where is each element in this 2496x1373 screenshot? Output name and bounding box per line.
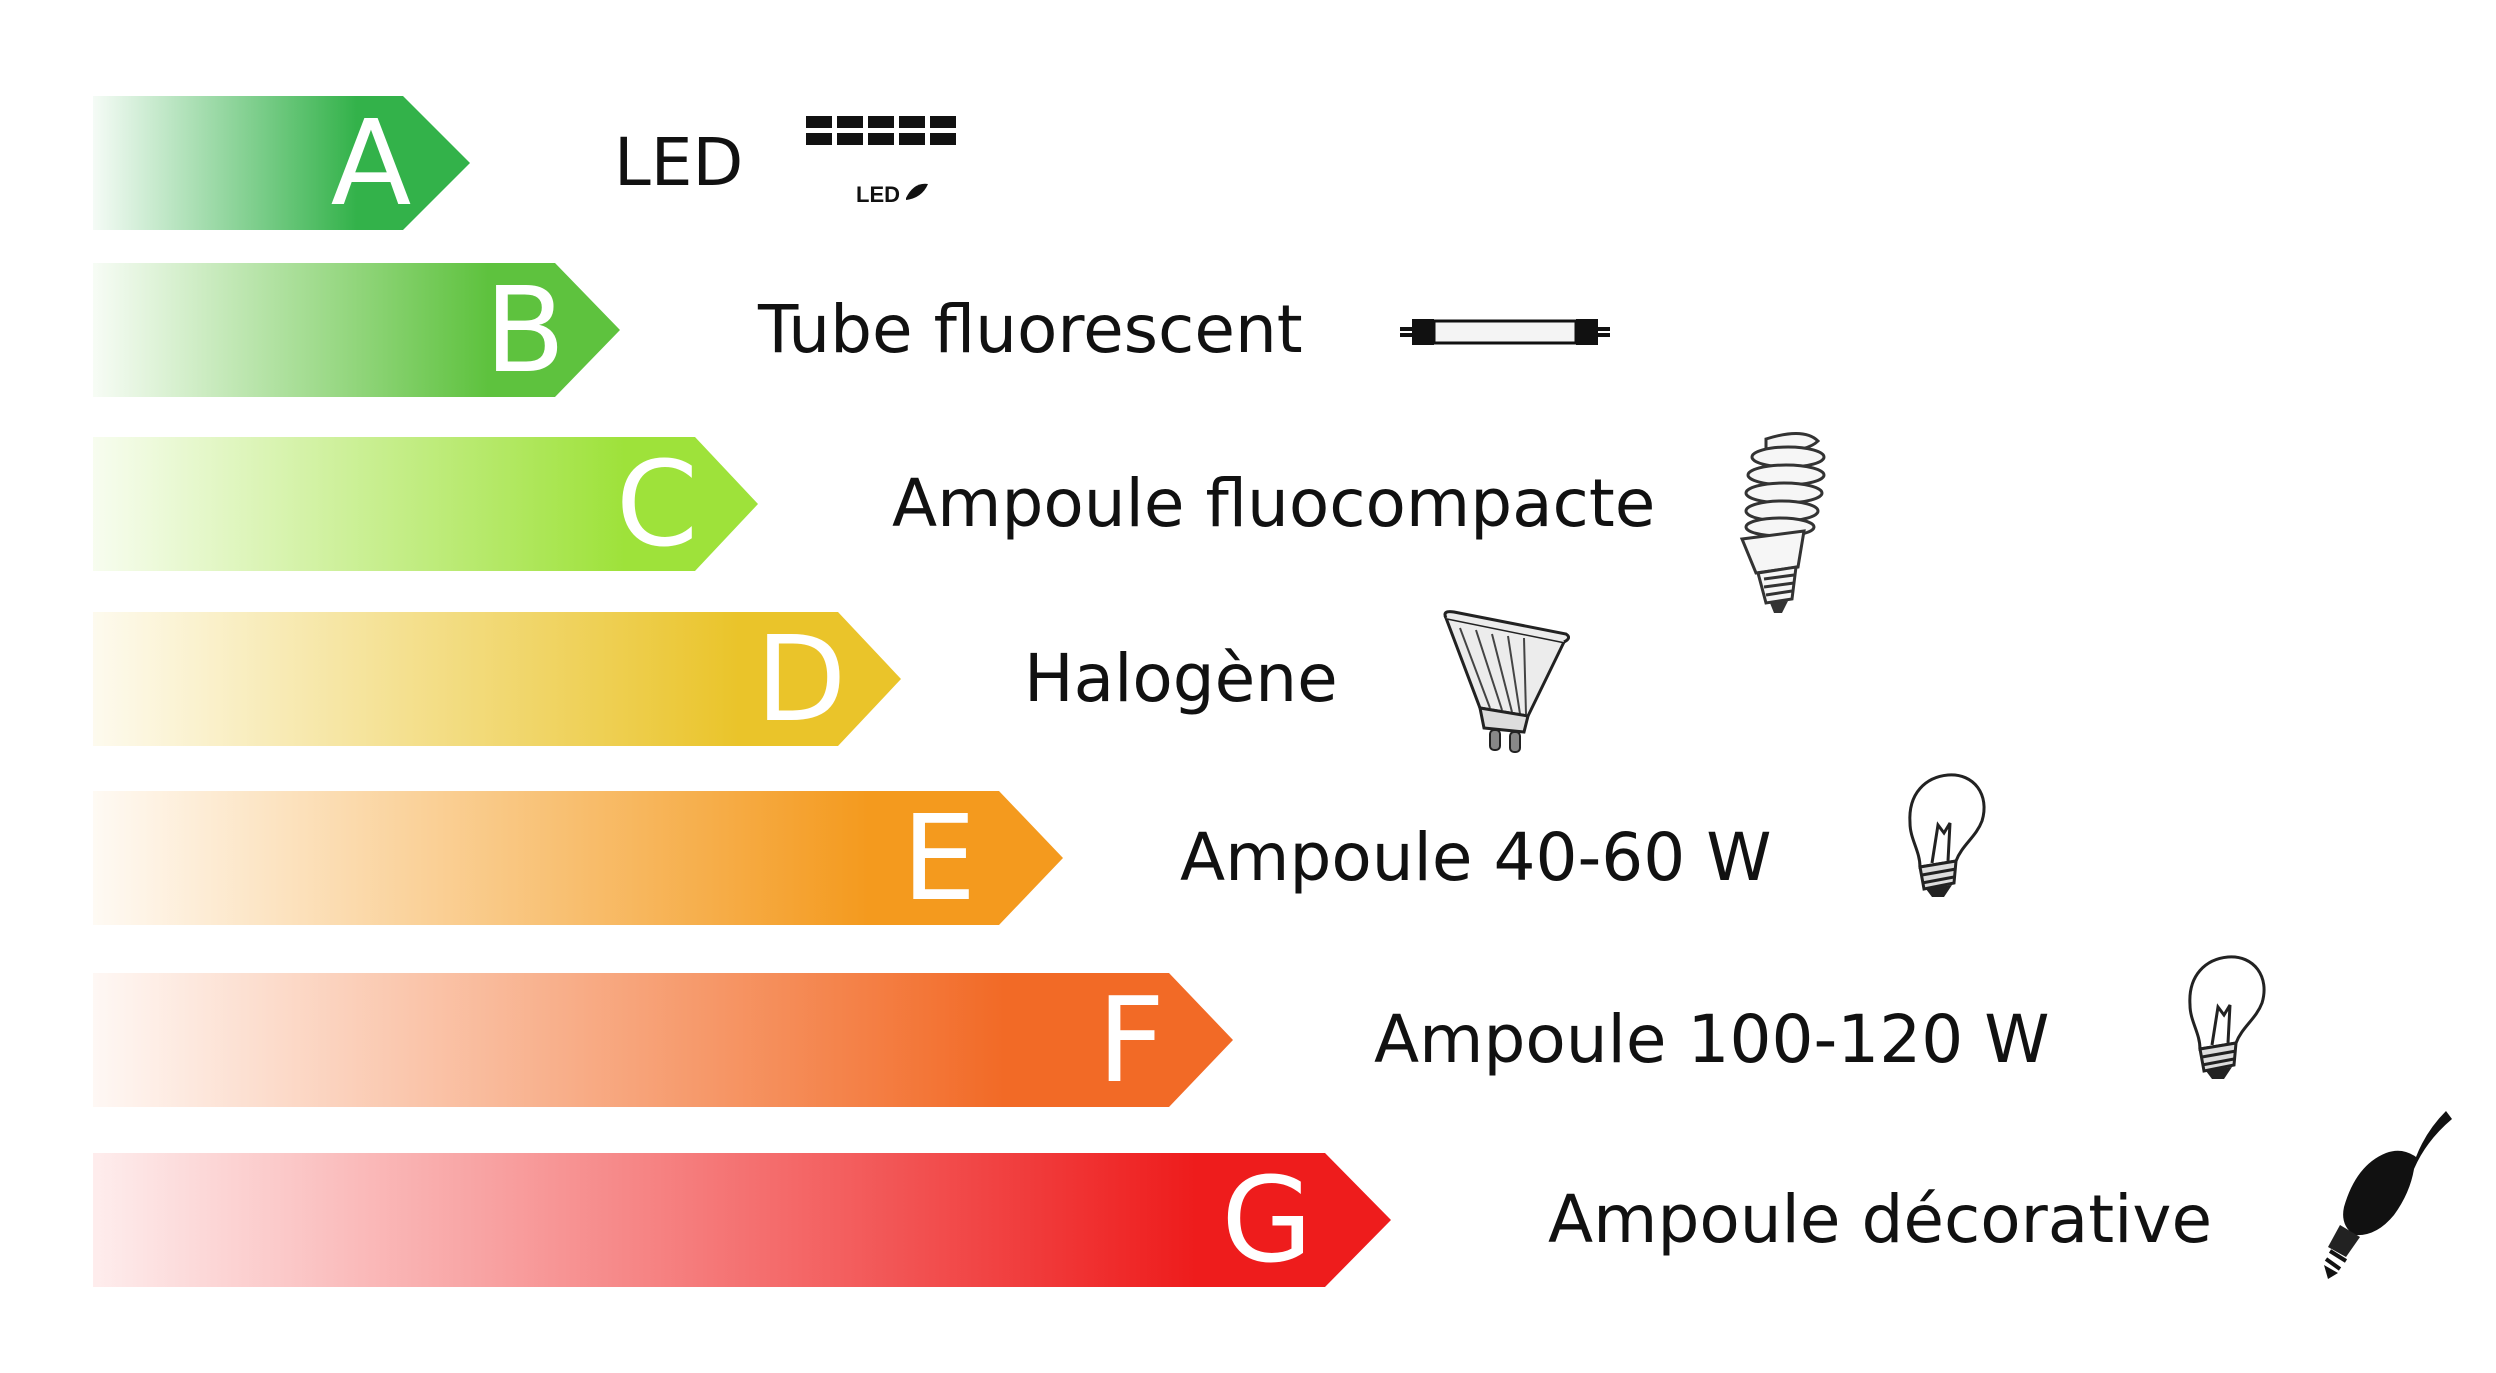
grade-letter-c: C [615,435,699,573]
grade-arrow-e [93,791,1063,925]
grade-letter-g: G [1221,1151,1313,1289]
grade-letter-a: A [330,94,412,232]
grade-arrow-b [93,263,620,397]
label-e: Ampoule 40-60 W [1180,819,1772,896]
incandescent-bulb-icon [2188,955,2266,1079]
label-d: Halogène [1024,640,1338,717]
incandescent-bulb-icon [1908,773,1986,897]
led-panel-icon: LED [806,116,956,207]
grade-letter-b: B [484,261,566,399]
label-g: Ampoule décorative [1548,1181,2213,1258]
grade-arrow-g [93,1153,1391,1287]
label-f: Ampoule 100-120 W [1374,1001,2050,1078]
grade-letter-e: E [901,789,977,927]
led-icon-text: LED [856,182,900,207]
grade-arrow-f [93,973,1233,1107]
grade-arrow-c [93,437,758,571]
fluorescent-tube-icon [1400,319,1610,345]
grade-arrow-a [93,96,470,230]
label-b: Tube fluorescent [758,291,1303,368]
halogen-spot-icon [1443,610,1570,753]
label-c: Ampoule fluocompacte [892,465,1656,542]
decorative-candle-bulb-icon [2324,1111,2452,1279]
grade-arrow-d [93,612,901,746]
grade-letter-d: D [755,610,847,748]
grade-letter-f: F [1097,971,1165,1109]
label-a: LED [614,124,744,201]
cfl-bulb-icon [1739,432,1826,613]
